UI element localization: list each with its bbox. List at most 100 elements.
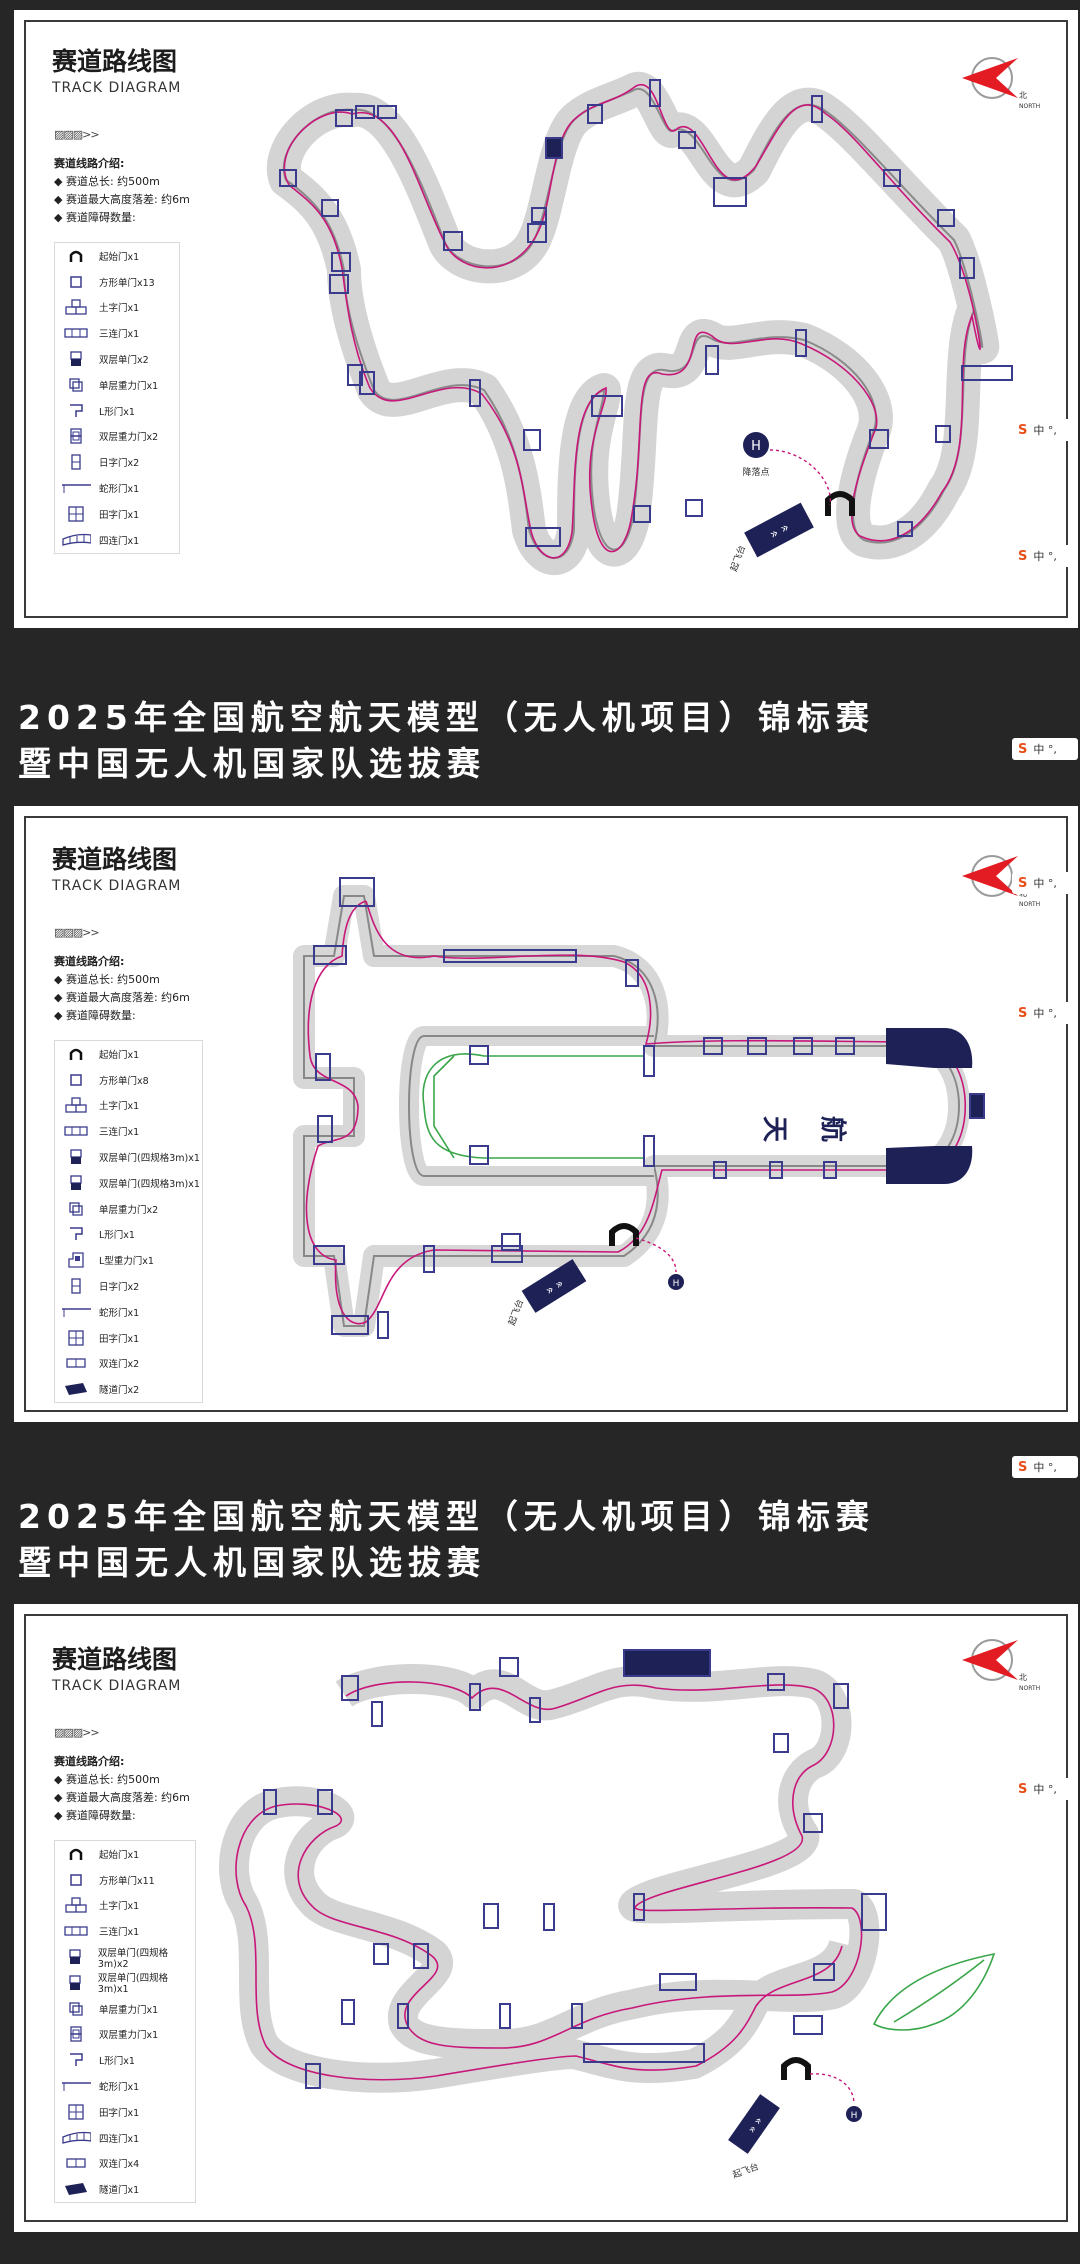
legend-label: 双层单门(四规格3m)x1 xyxy=(97,1973,169,1996)
legend-label: 土字门x1 xyxy=(99,1101,140,1113)
square-gate xyxy=(263,1789,277,1815)
side-badge-text: 中 °, xyxy=(1033,1007,1057,1020)
quad-gate-icon xyxy=(61,533,91,547)
square-gate xyxy=(705,345,719,375)
legend-item: 土字门x1 xyxy=(55,1893,195,1919)
tian-gate-icon xyxy=(61,1330,91,1346)
legend-item: 日字门x2 xyxy=(55,449,179,475)
tunnel-gate-icon xyxy=(61,1382,91,1396)
square-gate xyxy=(317,1115,333,1143)
info-obstacles: ◆ 赛道障碍数量: xyxy=(54,211,136,224)
legend-item: 田字门x1 xyxy=(55,1325,202,1351)
square-gate xyxy=(469,379,481,407)
square-gate xyxy=(313,945,347,965)
fuselage-char: 天 xyxy=(759,1116,789,1142)
square-gate xyxy=(678,131,696,149)
compass-label: 北 xyxy=(1019,91,1027,100)
legend-item: 双连门x4 xyxy=(55,2151,195,2177)
legend-item: 双层单门(四规格3m)x1 xyxy=(55,1970,195,1996)
track-info: 赛道线路介绍: ◆ 赛道总长: 约500m ◆ 赛道最大高度落差: 约6m ◆ … xyxy=(54,1753,190,1825)
legend-item: 四连门x1 xyxy=(55,2125,195,2151)
compass-label-en: NORTH xyxy=(1019,103,1040,110)
side-badge-text: 中 °, xyxy=(1033,1461,1057,1474)
info-obstacles: ◆ 赛道障碍数量: xyxy=(54,1009,136,1022)
legend-item: 四连门x1 xyxy=(55,527,179,553)
square-gate xyxy=(703,1037,723,1055)
s-logo-icon: S xyxy=(1018,875,1028,891)
square-gate xyxy=(443,231,463,251)
single-stack-gate xyxy=(501,1233,521,1251)
gate-set xyxy=(263,1649,887,2089)
tu-gate-icon xyxy=(61,1897,91,1914)
square-gate xyxy=(571,2003,583,2029)
square-gate xyxy=(813,1963,835,1981)
info-obstacles: ◆ 赛道障碍数量: xyxy=(54,1809,136,1822)
legend-label: 双连门x2 xyxy=(99,1359,140,1371)
square-gate xyxy=(377,1311,389,1339)
double-layer-gate-icon xyxy=(61,1149,91,1165)
legend-label: 方形单门x8 xyxy=(99,1075,149,1087)
single-stack-gate xyxy=(491,1245,523,1263)
panel-frame xyxy=(24,1614,1068,2222)
square-gate xyxy=(625,959,639,987)
airplane-track-map: 航 天 » » 起飞台 H 北 NORTH xyxy=(293,855,1040,1339)
double-stack-gate-icon xyxy=(61,2026,91,2043)
square-gate xyxy=(331,1315,369,1335)
square-gate xyxy=(341,1999,355,2025)
square-gate xyxy=(833,1683,849,1709)
square-gate xyxy=(523,429,541,451)
double-stack-gate-icon xyxy=(61,428,91,445)
square-gate xyxy=(377,105,397,119)
legend-label: 土字门x1 xyxy=(99,303,140,315)
square-gate xyxy=(937,209,955,227)
panel-frame xyxy=(24,20,1068,618)
direction-arrows: ▨▨▨>> xyxy=(54,128,100,141)
square-gate xyxy=(649,79,661,107)
square-gate xyxy=(959,257,975,279)
square-gate xyxy=(633,1893,645,1921)
legend-label: 双层重力门x1 xyxy=(99,2030,159,2042)
legend-label: 单层重力门x1 xyxy=(99,2004,159,2016)
legend-item: 双层单门(四规格3m)x2 xyxy=(55,1944,195,1970)
ri-gate-icon xyxy=(61,1278,91,1294)
ri-gate-icon xyxy=(61,454,91,470)
direction-arrows: ▨▨▨>> xyxy=(54,1726,100,1739)
l-gate xyxy=(793,2015,823,2035)
square-gate xyxy=(317,1789,333,1815)
double-stack-gate xyxy=(861,1893,887,1931)
event-header: 2025年全国航空航天模型（无人机项目）锦标赛 暨中国无人机国家队选拔赛 xyxy=(18,695,875,787)
legend-label: 双连门x4 xyxy=(99,2159,140,2171)
flight-route xyxy=(235,1681,863,2081)
svg-text:NORTH: NORTH xyxy=(1019,1685,1040,1692)
square-gate xyxy=(747,1037,767,1055)
square-gate xyxy=(347,364,363,386)
legend-label: 起始门x1 xyxy=(99,251,140,263)
landing-h: H xyxy=(751,439,761,454)
s-logo-icon: S xyxy=(1018,1781,1028,1797)
legend-item: 三连门x1 xyxy=(55,1118,202,1144)
leaf-track-map: » » 起飞台 H 北 NORTH xyxy=(219,1639,1040,2181)
triple-gate-icon xyxy=(61,328,91,338)
legend-item: 方形单门x11 xyxy=(55,1867,195,1893)
legend-label: 双层单门x2 xyxy=(99,355,149,367)
track-panel-camel: 赛道路线图 TRACK DIAGRAM ▨▨▨>> 赛道线路介绍: ◆ 赛道总长… xyxy=(14,10,1078,628)
tunnel-gate xyxy=(886,1028,973,1068)
legend-label: 单层重力门x1 xyxy=(99,380,159,392)
event-header: 2025年全国航空航天模型（无人机项目）锦标赛 暨中国无人机国家队选拔赛 xyxy=(18,1494,875,1586)
legend-label: 隧道门x1 xyxy=(99,2185,140,2197)
start-gate-icon xyxy=(61,1047,91,1061)
flight-route xyxy=(283,83,981,559)
dual-gate-icon xyxy=(61,2158,91,2169)
legend-label: 双层重力门x2 xyxy=(99,432,159,444)
double-stack-gate xyxy=(331,252,351,272)
square-gate xyxy=(793,1037,813,1055)
legend-item: 方形单门x8 xyxy=(55,1067,202,1093)
gate-set xyxy=(313,877,985,1339)
